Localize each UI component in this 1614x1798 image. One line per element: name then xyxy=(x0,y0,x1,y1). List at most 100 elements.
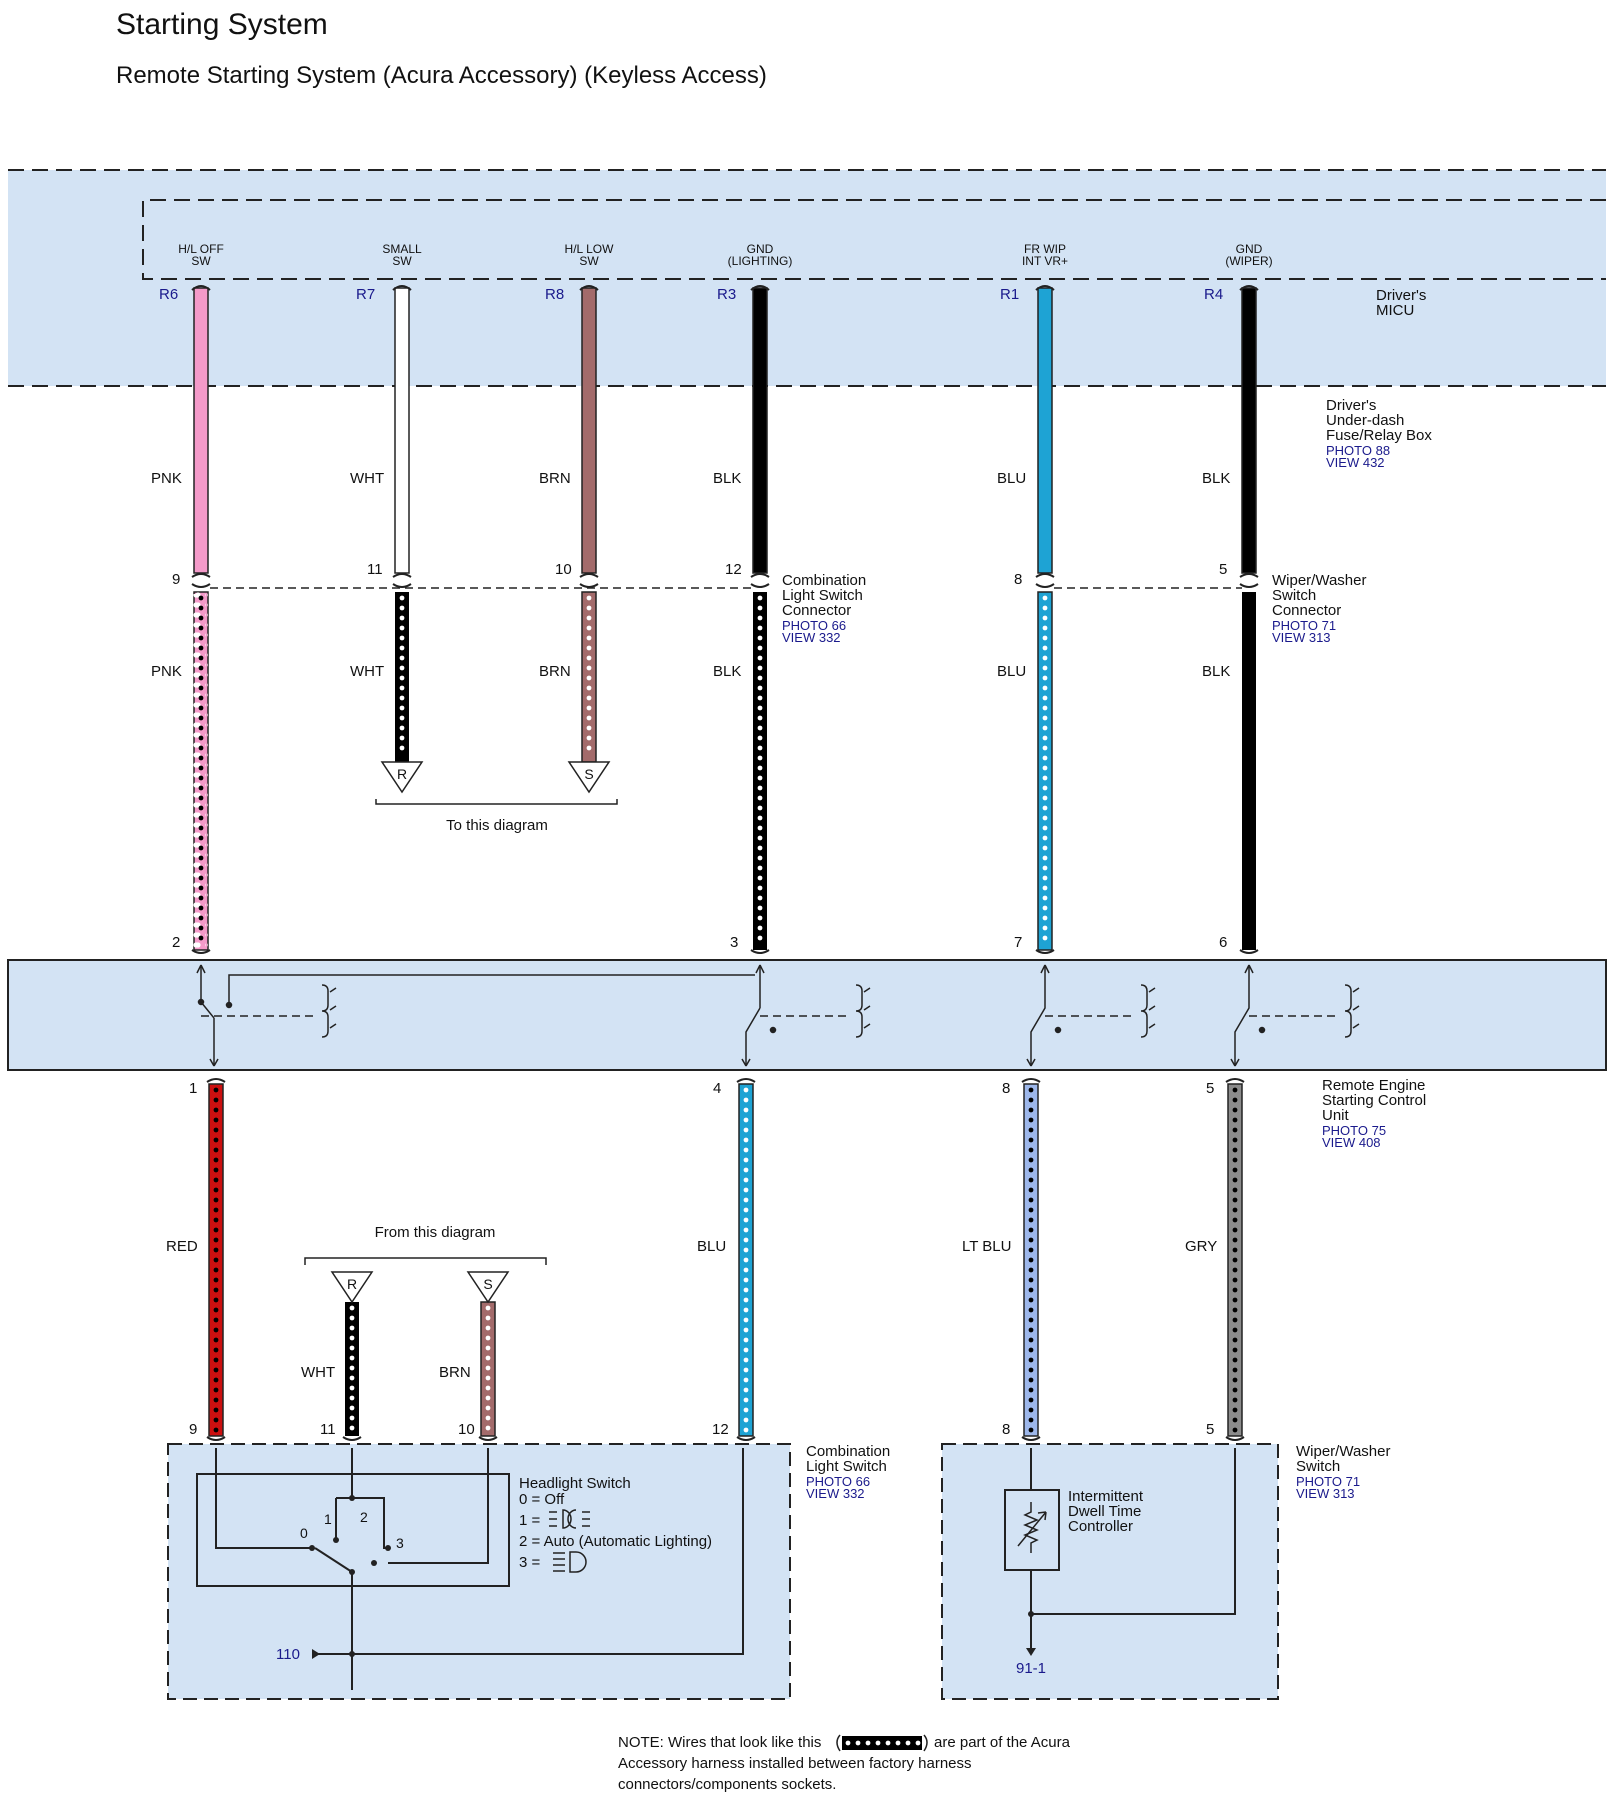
harness-dot xyxy=(905,1740,911,1746)
harness-dot xyxy=(1232,1367,1238,1373)
harness-dot xyxy=(213,1287,219,1293)
harness-dot xyxy=(399,605,405,611)
pin-label: R4 xyxy=(1204,286,1223,303)
svg-text:BRN: BRN xyxy=(539,663,571,680)
harness-dot xyxy=(1232,1167,1238,1173)
harness-dot xyxy=(1042,615,1048,621)
svg-text:8: 8 xyxy=(1014,571,1022,588)
harness-dot xyxy=(1042,875,1048,881)
harness-dot xyxy=(757,815,763,821)
harness-dot xyxy=(198,605,204,611)
harness-dot xyxy=(1028,1217,1034,1223)
lower-dot-columns xyxy=(213,1087,1238,1433)
term-name: H/L LOW xyxy=(565,242,615,256)
harness-dot xyxy=(213,1297,219,1303)
svg-text:PHOTO 66: PHOTO 66 xyxy=(806,1474,870,1489)
svg-text:Fuse/Relay Box: Fuse/Relay Box xyxy=(1326,427,1432,444)
harness-dot xyxy=(1232,1177,1238,1183)
harness-dot xyxy=(757,665,763,671)
harness-dot xyxy=(485,1325,491,1331)
harness-dot xyxy=(743,1257,749,1263)
to-diagram-label: To this diagram xyxy=(446,817,548,834)
svg-text:110: 110 xyxy=(276,1646,300,1663)
harness-dot xyxy=(1028,1107,1034,1113)
rescu-panel xyxy=(7,959,1607,1071)
harness-dot xyxy=(586,735,592,741)
svg-text:1: 1 xyxy=(189,1080,197,1097)
svg-text:Headlight Switch: Headlight Switch xyxy=(519,1475,631,1492)
harness-dot xyxy=(1042,825,1048,831)
harness-dot xyxy=(198,595,204,601)
svg-text:5: 5 xyxy=(1206,1421,1214,1438)
harness-dot xyxy=(1042,915,1048,921)
harness-dot xyxy=(1232,1127,1238,1133)
harness-dot xyxy=(586,615,592,621)
harness-dot xyxy=(213,1317,219,1323)
accessory-wires-lower xyxy=(208,1083,1243,1437)
harness-dot xyxy=(757,845,763,851)
harness-dot xyxy=(198,815,204,821)
harness-dot xyxy=(1028,1087,1034,1093)
harness-dot xyxy=(757,865,763,871)
harness-dot xyxy=(743,1187,749,1193)
harness-dot xyxy=(1028,1157,1034,1163)
harness-dot xyxy=(1042,935,1048,941)
pin-label: R3 xyxy=(717,286,736,303)
harness-dot xyxy=(743,1207,749,1213)
harness-dot xyxy=(349,1345,355,1351)
harness-dot xyxy=(349,1365,355,1371)
harness-dot xyxy=(198,685,204,691)
harness-dot xyxy=(213,1117,219,1123)
harness-dot xyxy=(213,1267,219,1273)
harness-dot xyxy=(213,1147,219,1153)
harness-dot xyxy=(198,935,204,941)
harness-dot xyxy=(1232,1327,1238,1333)
svg-text:11: 11 xyxy=(320,1421,336,1438)
svg-text:Unit: Unit xyxy=(1322,1107,1350,1124)
harness-dot xyxy=(1028,1407,1034,1413)
svg-text:Intermittent: Intermittent xyxy=(1068,1488,1144,1505)
harness-dot xyxy=(1042,685,1048,691)
harness-dot xyxy=(1232,1277,1238,1283)
svg-text:PNK: PNK xyxy=(151,470,182,487)
harness-dot xyxy=(743,1427,749,1433)
harness-dot xyxy=(213,1227,219,1233)
harness-dot xyxy=(213,1197,219,1203)
headlight-icon xyxy=(553,1551,587,1573)
harness-dot xyxy=(213,1277,219,1283)
harness-dot xyxy=(1232,1267,1238,1273)
harness-dot xyxy=(198,705,204,711)
harness-dot xyxy=(198,845,204,851)
harness-dot xyxy=(757,745,763,751)
svg-text:0: 0 xyxy=(300,1525,308,1541)
svg-text:BLK: BLK xyxy=(713,663,741,680)
harness-dot xyxy=(586,625,592,631)
harness-dot xyxy=(213,1327,219,1333)
harness-dot xyxy=(1042,745,1048,751)
term-name: (WIPER) xyxy=(1225,254,1272,268)
svg-text:1: 1 xyxy=(324,1511,332,1527)
svg-text:Wiper/Washer: Wiper/Washer xyxy=(1296,1443,1390,1460)
harness-dot xyxy=(1042,815,1048,821)
harness-dot xyxy=(757,705,763,711)
harness-dot xyxy=(1028,1397,1034,1403)
harness-dot xyxy=(213,1257,219,1263)
note: NOTE: Wires that look like this are part… xyxy=(618,1734,1071,1793)
harness-dot xyxy=(198,825,204,831)
harness-dot xyxy=(1232,1147,1238,1153)
harness-dot xyxy=(743,1307,749,1313)
harness-dot xyxy=(349,1315,355,1321)
harness-dot xyxy=(757,635,763,641)
harness-dot xyxy=(743,1147,749,1153)
svg-text:VIEW 432: VIEW 432 xyxy=(1326,455,1385,470)
harness-dot xyxy=(198,725,204,731)
harness-dot xyxy=(586,705,592,711)
harness-dot xyxy=(198,655,204,661)
svg-text:VIEW 313: VIEW 313 xyxy=(1296,1486,1355,1501)
small-light-icon xyxy=(549,1509,590,1529)
harness-dot xyxy=(1028,1357,1034,1363)
harness-dot xyxy=(586,595,592,601)
harness-dot xyxy=(1232,1087,1238,1093)
svg-text:BLK: BLK xyxy=(713,470,741,487)
harness-dot xyxy=(1028,1347,1034,1353)
